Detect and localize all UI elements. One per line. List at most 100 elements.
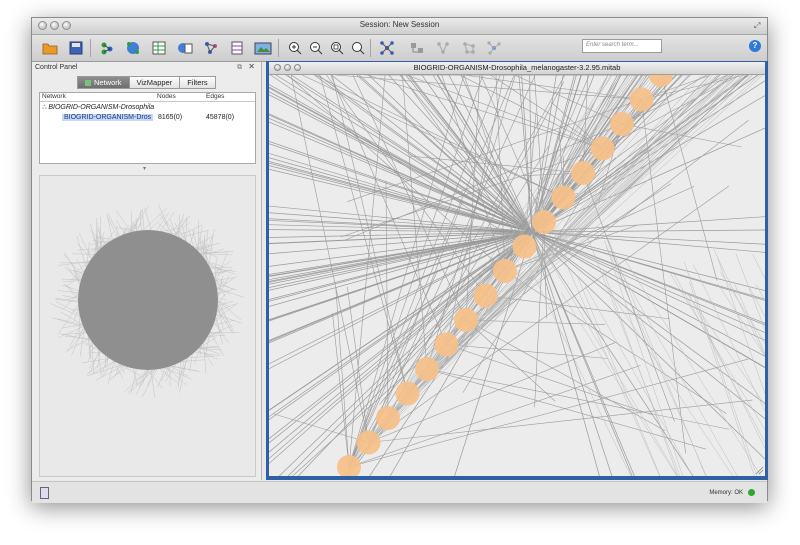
tab-network[interactable]: Network [77, 76, 130, 89]
network-edge [531, 231, 765, 333]
network-edge [269, 231, 533, 344]
import-network-file-icon[interactable] [97, 38, 116, 57]
header-network[interactable]: Network [42, 93, 66, 100]
zoom-fit-icon[interactable] [327, 38, 346, 57]
minimize-window-button[interactable] [50, 21, 59, 30]
overview-edge [217, 301, 234, 306]
network-edge [358, 75, 533, 233]
network-edge [531, 75, 618, 233]
import-table-url-icon[interactable] [175, 38, 194, 57]
undock-icon[interactable]: ⧉ [237, 64, 243, 71]
overview-edge [217, 275, 238, 290]
help-icon[interactable]: ? [749, 40, 761, 52]
overview-edge [207, 334, 226, 337]
overview-edge [130, 368, 137, 393]
save-icon[interactable] [66, 38, 85, 57]
network-edge [269, 231, 533, 341]
network-edge [269, 231, 533, 277]
app-window: Session: New Session ⤢ Enter search term… [31, 17, 768, 503]
header-nodes[interactable]: Nodes [157, 93, 176, 100]
overview-edge [142, 208, 167, 231]
import-network-url-icon[interactable] [123, 38, 142, 57]
zoom-window-button[interactable] [62, 21, 71, 30]
network-edge [446, 75, 505, 345]
tab-filters[interactable]: Filters [179, 76, 216, 89]
overview-edge [135, 369, 156, 386]
network-edge [275, 75, 533, 233]
network-row[interactable]: BIOGRID-ORGANISM-Dros [62, 113, 154, 122]
fullscreen-icon[interactable]: ⤢ [754, 21, 761, 30]
network-overview[interactable] [39, 175, 256, 477]
minimize-view-button[interactable] [284, 64, 291, 71]
network-edge [399, 75, 533, 233]
tree-parent-row[interactable]: ஃ BIOGRID-ORGANISM-Drosophila [42, 103, 154, 113]
network-edge [624, 258, 762, 476]
network-edge [387, 75, 731, 419]
overview-edge [90, 240, 111, 245]
network-edge [315, 75, 564, 198]
network-edge [352, 75, 467, 321]
network-edge [531, 231, 765, 245]
network-edge [368, 185, 730, 443]
apply-style-icon[interactable] [407, 38, 426, 57]
overview-edge [89, 351, 101, 369]
network-edge [348, 75, 465, 468]
network-edge [287, 75, 506, 272]
overview-edge [156, 212, 169, 231]
overview-edge [212, 260, 231, 275]
open-folder-icon[interactable] [40, 38, 59, 57]
network-edge [621, 75, 707, 125]
overview-edge [62, 284, 79, 291]
zoom-out-icon[interactable] [306, 38, 325, 57]
network-canvas[interactable] [269, 75, 765, 476]
network-edge [348, 75, 386, 468]
overview-edge [202, 234, 206, 257]
search-input[interactable]: Enter search term... [582, 39, 662, 53]
overview-edge [55, 298, 79, 302]
toolbar: Enter search term... ? [32, 35, 767, 62]
overview-edge [95, 236, 113, 240]
network-edge [335, 287, 350, 468]
import-table-file-icon[interactable] [149, 38, 168, 57]
network-edge [387, 75, 743, 419]
network-row-edges: 45878(0) [206, 114, 235, 121]
network-edge [273, 413, 369, 443]
overview-edge [203, 342, 207, 374]
zoom-selected-icon[interactable] [348, 38, 367, 57]
zoom-in-icon[interactable] [285, 38, 304, 57]
panel-toggle-icon[interactable] [40, 487, 49, 499]
network-edge [543, 221, 547, 319]
first-neighbors-icon[interactable] [484, 38, 503, 57]
layout-icon[interactable] [377, 38, 396, 57]
network-edge [348, 75, 483, 468]
show-all-icon[interactable] [433, 38, 452, 57]
network-node [454, 308, 478, 332]
overview-edge [157, 204, 172, 235]
network-edge [531, 75, 628, 233]
overview-edge [69, 322, 83, 347]
tab-vizmapper[interactable]: VizMapper [128, 76, 181, 89]
overview-canvas [50, 204, 245, 398]
overview-edge [56, 299, 79, 303]
overview-edge [91, 342, 94, 374]
new-table-icon[interactable] [227, 38, 246, 57]
control-panel-icons: ⧉ ✕ [237, 62, 255, 72]
export-image-icon[interactable] [253, 38, 272, 57]
network-edge [290, 75, 369, 443]
maximize-view-button[interactable] [294, 64, 301, 71]
close-window-button[interactable] [38, 21, 47, 30]
overview-edge [81, 358, 110, 364]
hide-selected-icon[interactable] [459, 38, 478, 57]
header-edges[interactable]: Edges [206, 93, 225, 100]
network-edge [319, 75, 408, 394]
close-view-button[interactable] [274, 64, 281, 71]
network-edge [269, 231, 533, 307]
overview-edge [217, 304, 234, 331]
network-edge [368, 75, 733, 443]
network-from-selection-icon[interactable] [201, 38, 220, 57]
network-view-titlebar: BIOGRID-ORGANISM-Drosophila_melanogaster… [269, 62, 765, 75]
overview-edge [62, 295, 79, 299]
close-panel-icon[interactable]: ✕ [248, 62, 255, 71]
network-edge [269, 231, 533, 453]
splitter-handle[interactable]: ▾ [143, 166, 147, 172]
